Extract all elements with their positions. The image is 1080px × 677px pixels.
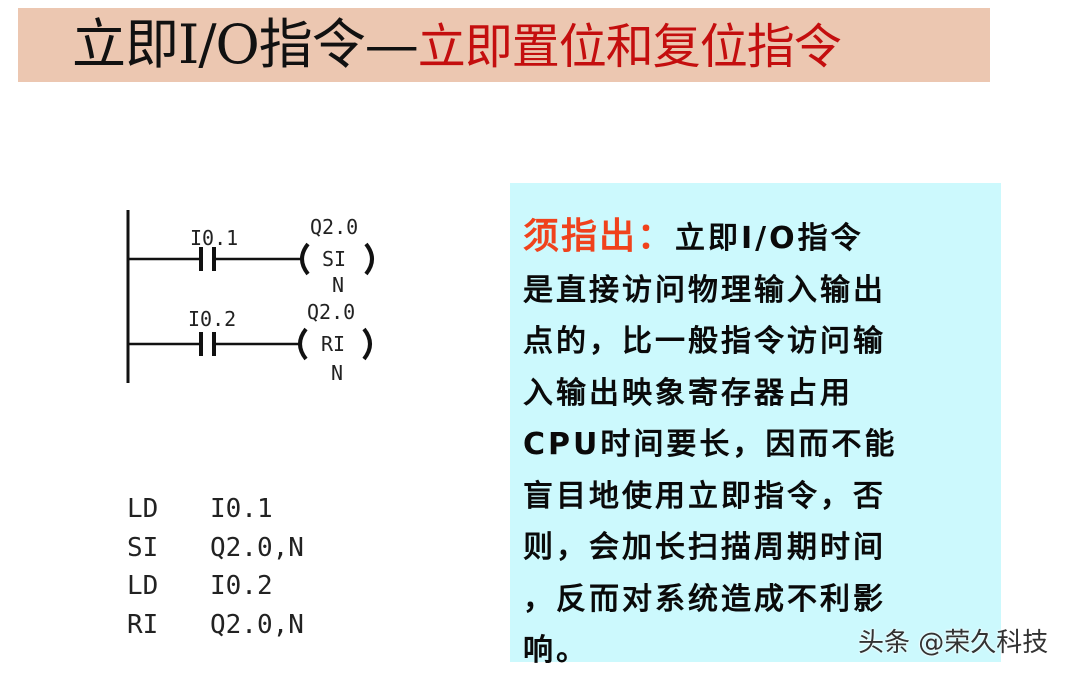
- stl-operand: Q2.0,N: [210, 609, 304, 640]
- note-line: 响。: [523, 633, 589, 668]
- note-text: 须指出：立即I/O指令 是直接访问物理输入输出 点的，比一般指令访问输 入输出映…: [523, 211, 993, 677]
- ladder-diagram: I0.1 Q2.0 SI N I0.2 Q2.0 RI N: [126, 210, 374, 385]
- stl-listing: LD I0.1 SI Q2.0,N LD I0.2 RI Q2.0,N: [127, 490, 304, 644]
- stl-operand: Q2.0,N: [210, 532, 304, 563]
- stl-op: LD: [127, 571, 159, 601]
- title-main: 立即I/O指令—: [72, 13, 419, 76]
- coil-param-1: N: [332, 273, 344, 297]
- title-banner: 立即I/O指令—立即置位和复位指令: [18, 8, 990, 82]
- stl-op: SI: [127, 532, 159, 563]
- note-line: 入输出映象寄存器占用: [523, 375, 853, 411]
- ladder-rung-2: I0.2 Q2.0 RI N: [128, 300, 372, 385]
- contact-label-2: I0.2: [188, 307, 236, 331]
- stl-row: LD I0.2: [127, 567, 304, 606]
- coil-op-2: RI: [321, 332, 345, 356]
- stl-row: SI Q2.0,N: [127, 529, 304, 568]
- coil-address-1: Q2.0: [310, 215, 358, 239]
- note-line: ，反而对系统造成不利影: [523, 581, 886, 617]
- page-title: 立即I/O指令—立即置位和复位指令: [72, 13, 842, 78]
- note-line: 则，会加长扫描周期时间: [523, 530, 886, 565]
- note-line: 须指出：立即I/O指令: [523, 211, 993, 265]
- stl-op: LD: [127, 494, 159, 524]
- watermark: 头条 @荣久科技: [858, 628, 1049, 658]
- stl-op: RI: [127, 609, 159, 640]
- stl-row: LD I0.1: [127, 490, 304, 529]
- stl-operand: I0.1: [210, 494, 273, 524]
- note-box: 须指出：立即I/O指令 是直接访问物理输入输出 点的，比一般指令访问输 入输出映…: [510, 183, 1001, 668]
- contact-label-1: I0.1: [190, 226, 238, 250]
- ladder-rung-1: I0.1 Q2.0 SI N: [128, 215, 374, 297]
- coil-address-2: Q2.0: [307, 300, 355, 324]
- stl-row: RI Q2.0,N: [127, 606, 304, 645]
- note-line-0: 立即I/O指令: [675, 221, 864, 256]
- title-sub: 立即置位和复位指令: [417, 19, 842, 75]
- note-line: 盲目地使用立即指令，否: [523, 478, 886, 514]
- note-line: 点的，比一般指令访问输: [523, 324, 886, 359]
- note-line: CPU时间要长，因而不能: [523, 427, 898, 462]
- note-line: 是直接访问物理输入输出: [523, 272, 886, 308]
- coil-op-1: SI: [322, 247, 346, 271]
- stl-operand: I0.2: [210, 571, 273, 601]
- note-highlight: 须指出：: [523, 216, 676, 257]
- coil-param-2: N: [331, 361, 343, 385]
